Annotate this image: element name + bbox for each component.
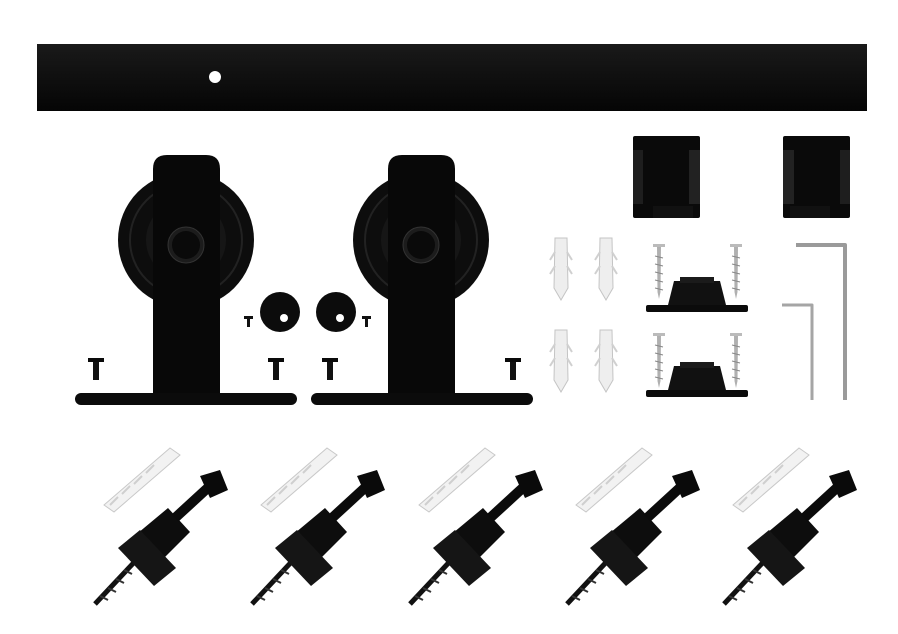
allen-key-small	[782, 303, 814, 400]
wall-anchor	[549, 329, 573, 393]
door-strap-plate-right	[311, 393, 533, 405]
door-strap-plate-left	[75, 393, 297, 405]
strap-bolt	[322, 358, 338, 380]
wall-anchor	[594, 329, 618, 393]
rail-mount-hole	[209, 71, 221, 83]
strap-bolt	[268, 358, 284, 380]
hanger-right	[352, 154, 490, 401]
track-rail	[37, 44, 867, 111]
end-bracket-right	[783, 136, 850, 218]
wood-screw	[652, 332, 666, 389]
end-bracket-left	[633, 136, 700, 218]
wood-screw	[729, 243, 743, 300]
stopper-right	[316, 292, 371, 332]
wood-screw	[652, 243, 666, 300]
wood-screw	[729, 332, 743, 389]
stopper-left	[244, 292, 300, 332]
floor-guide	[646, 362, 748, 397]
anti-jump-assembly	[410, 448, 543, 604]
allen-key-large	[796, 243, 847, 400]
floor-guide	[646, 277, 748, 312]
anti-jump-assembly	[567, 448, 700, 604]
anti-jump-assembly	[724, 448, 857, 604]
wall-anchor	[549, 237, 573, 301]
strap-bolt	[88, 358, 104, 380]
strap-bolt	[505, 358, 521, 380]
anti-jump-assembly	[252, 448, 385, 604]
wall-anchor	[594, 237, 618, 301]
anti-jump-assembly	[93, 447, 228, 606]
hanger-left	[117, 154, 255, 401]
